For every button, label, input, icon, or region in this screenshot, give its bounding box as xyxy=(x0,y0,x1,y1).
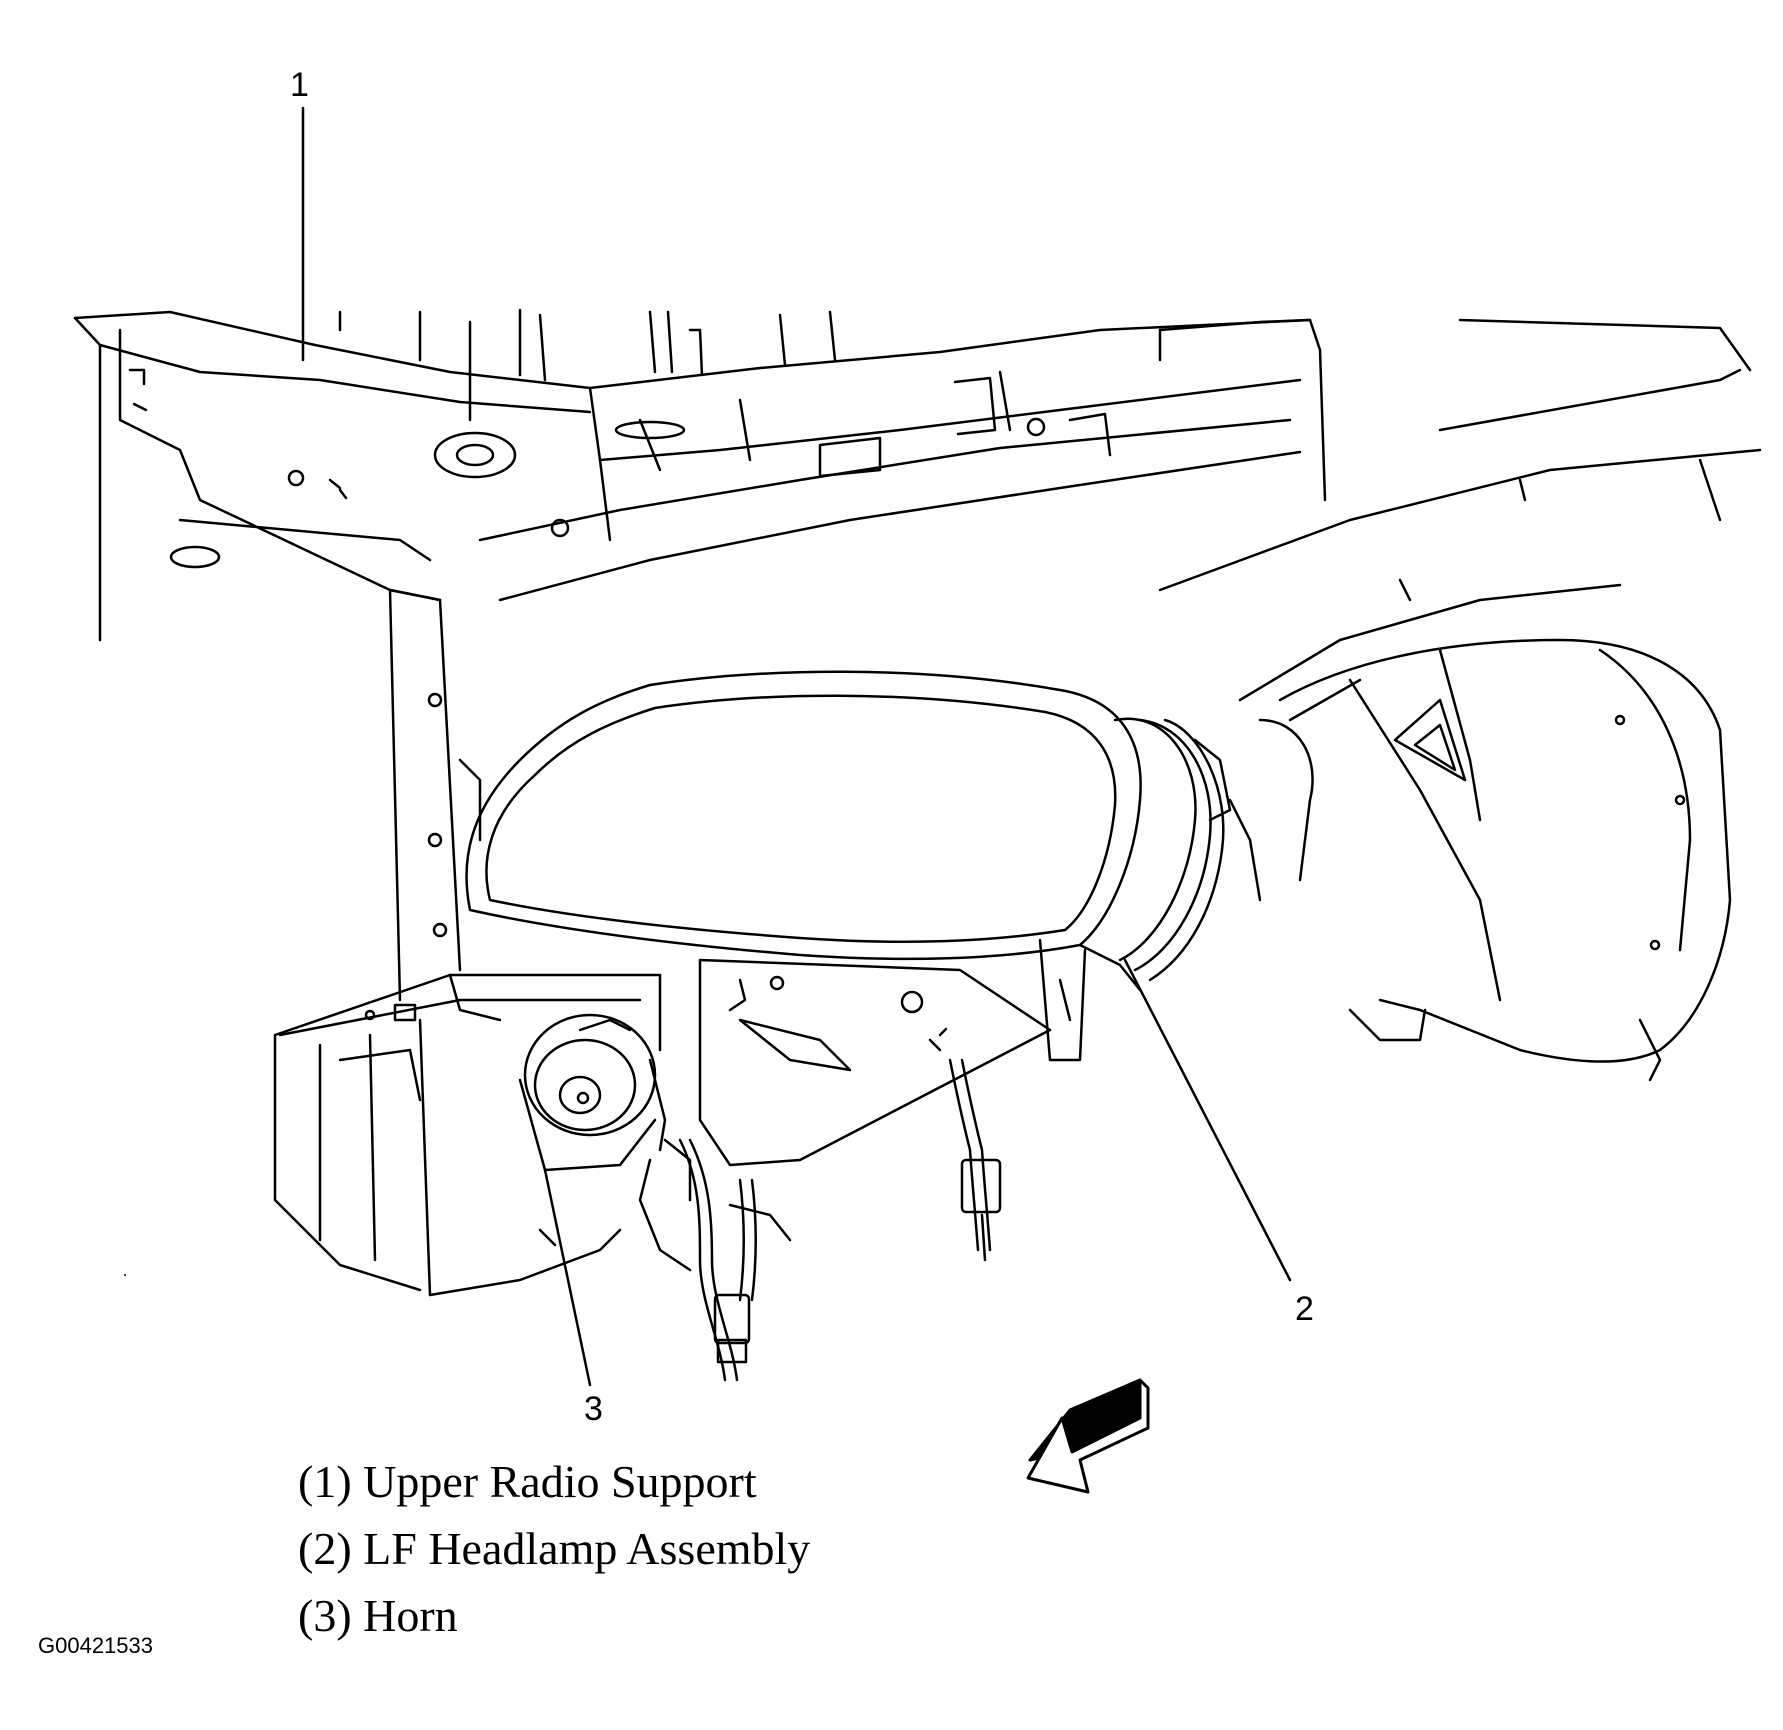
legend: (1) Upper Radio Support (2) LF Headlamp … xyxy=(298,1448,810,1649)
callout-number-3: 3 xyxy=(584,1390,603,1428)
wiring-harness-drawing xyxy=(638,1058,1002,1382)
legend-item-2: (2) LF Headlamp Assembly xyxy=(298,1523,811,1574)
upper-radio-support-drawing xyxy=(73,310,1312,642)
leader-line-3 xyxy=(543,1168,592,1387)
horn-mounting-box-drawing xyxy=(273,973,662,1297)
body-structure-drawing xyxy=(338,308,1762,722)
forward-direction-arrow-icon xyxy=(1026,1378,1150,1494)
leader-lines xyxy=(301,106,1292,1387)
legend-item-3: (3) Horn xyxy=(298,1590,458,1641)
callout-number-2: 2 xyxy=(1295,1290,1314,1328)
callout-number-1: 1 xyxy=(290,66,309,104)
radiator-support-pillar-drawing xyxy=(388,588,482,1002)
horn-drawing xyxy=(518,1013,667,1172)
lf-headlamp-assembly-drawing xyxy=(465,670,1232,1062)
leader-line-2 xyxy=(1123,958,1292,1282)
inner-fender-drawing xyxy=(1228,638,1732,1082)
legend-item-1: (1) Upper Radio Support xyxy=(298,1456,757,1507)
headlamp-bracket-drawing xyxy=(698,958,1052,1167)
figure-id: G00421533 xyxy=(38,1633,153,1658)
